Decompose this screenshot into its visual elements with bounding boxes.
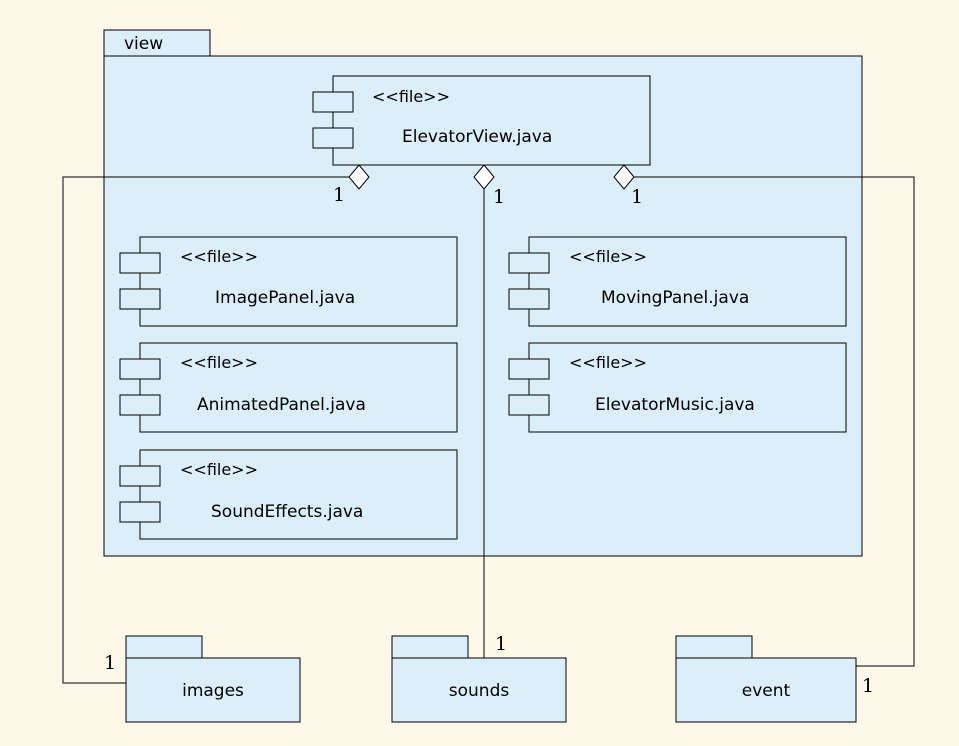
component-port-icon — [119, 288, 161, 310]
component-port-icon — [508, 252, 550, 274]
component-body — [332, 75, 651, 166]
multiplicity-images-view: 1 — [333, 184, 345, 206]
component-body — [528, 342, 847, 433]
component-body — [528, 236, 847, 327]
component-port-icon — [508, 358, 550, 380]
component-stereotype: <<file>> — [372, 87, 450, 106]
component-body — [139, 342, 458, 433]
component-stereotype: <<file>> — [180, 247, 258, 266]
component-moving-panel: <<file>> MovingPanel.java — [508, 236, 847, 327]
component-elevator-music: <<file>> ElevatorMusic.java — [508, 342, 847, 433]
package-event-tab — [675, 635, 753, 659]
aggregation-diamond-icon — [348, 164, 370, 190]
component-port-icon — [119, 358, 161, 380]
package-event: event — [675, 635, 857, 723]
component-elevator-view: <<file>> ElevatorView.java — [312, 75, 651, 166]
component-name: AnimatedPanel.java — [197, 395, 366, 415]
component-name: SoundEffects.java — [211, 502, 363, 522]
component-sound-effects: <<file>> SoundEffects.java — [119, 449, 458, 540]
multiplicity-images-pkg: 1 — [104, 652, 116, 674]
component-stereotype: <<file>> — [180, 353, 258, 372]
component-body — [139, 449, 458, 540]
package-images-tab — [125, 635, 203, 659]
package-images-body — [125, 657, 301, 723]
component-name: ElevatorMusic.java — [595, 395, 755, 415]
component-stereotype: <<file>> — [569, 247, 647, 266]
component-port-icon — [119, 501, 161, 523]
package-view-label: view — [124, 34, 163, 54]
component-port-icon — [119, 252, 161, 274]
connector-view-event — [634, 176, 915, 667]
component-stereotype: <<file>> — [180, 460, 258, 479]
component-name: ElevatorView.java — [402, 127, 552, 147]
component-port-icon — [508, 288, 550, 310]
component-port-icon — [508, 394, 550, 416]
multiplicity-sounds-pkg: 1 — [495, 633, 507, 655]
package-images-label: images — [182, 681, 244, 701]
package-sounds-body — [391, 657, 567, 723]
component-image-panel: <<file>> ImagePanel.java — [119, 236, 458, 327]
component-stereotype: <<file>> — [569, 353, 647, 372]
package-sounds-label: sounds — [449, 681, 510, 701]
component-name: MovingPanel.java — [601, 288, 749, 308]
multiplicity-sounds-view: 1 — [493, 186, 505, 208]
package-images: images — [125, 635, 301, 723]
component-port-icon — [312, 127, 354, 149]
package-event-label: event — [742, 681, 791, 701]
component-body — [139, 236, 458, 327]
component-animated-panel: <<file>> AnimatedPanel.java — [119, 342, 458, 433]
package-view-tab — [103, 29, 211, 57]
component-port-icon — [119, 465, 161, 487]
component-port-icon — [312, 91, 354, 113]
component-name: ImagePanel.java — [215, 288, 355, 308]
component-port-icon — [119, 394, 161, 416]
multiplicity-event-pkg: 1 — [862, 675, 874, 697]
multiplicity-event-view: 1 — [631, 186, 643, 208]
connector-view-images — [62, 176, 359, 684]
aggregation-diamond-icon — [613, 164, 635, 190]
aggregation-diamond-icon — [473, 164, 495, 190]
package-event-body — [675, 657, 857, 723]
package-sounds: sounds — [391, 635, 567, 723]
package-sounds-tab — [391, 635, 469, 659]
